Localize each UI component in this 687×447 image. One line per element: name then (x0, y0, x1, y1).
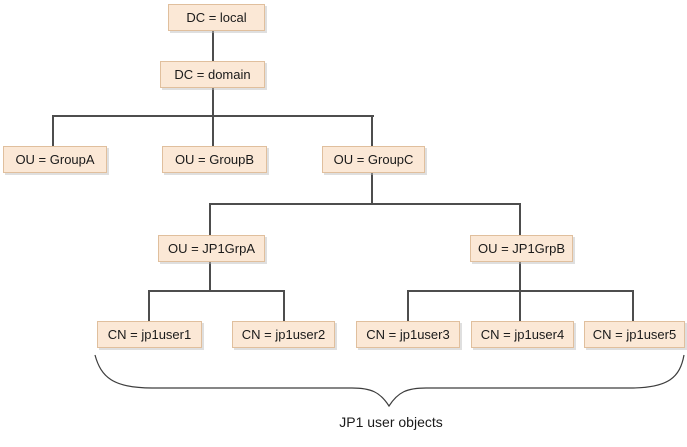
node-ou-jp1grpb: OU = JP1GrpB (470, 235, 573, 262)
node-ou-jp1grpa: OU = JP1GrpA (158, 235, 265, 262)
connector-line (148, 290, 150, 321)
connector-line (283, 290, 285, 321)
node-dc-domain: DC = domain (160, 61, 265, 88)
node-cn-jp1user2: CN = jp1user2 (232, 321, 335, 348)
connector-line (407, 290, 409, 321)
connector-line (212, 31, 214, 61)
connector-line (209, 203, 211, 235)
brace-caption: JP1 user objects (339, 414, 443, 430)
connector-line (209, 262, 211, 292)
connector-line (212, 88, 214, 146)
node-cn-jp1user5: CN = jp1user5 (584, 321, 685, 348)
node-cn-jp1user4: CN = jp1user4 (471, 321, 574, 348)
node-ou-groupc: OU = GroupC (322, 146, 425, 173)
node-dc-local: DC = local (168, 4, 265, 31)
connector-line (52, 115, 54, 146)
connector-line (52, 115, 374, 117)
connector-line (519, 203, 521, 235)
connector-line (632, 290, 634, 321)
connector-line (407, 290, 634, 292)
connector-line (371, 115, 373, 146)
connector-line (371, 173, 373, 204)
node-cn-jp1user3: CN = jp1user3 (356, 321, 460, 348)
connector-line (209, 203, 521, 205)
node-ou-groupa: OU = GroupA (3, 146, 107, 173)
connector-line (148, 290, 285, 292)
node-ou-groupb: OU = GroupB (162, 146, 267, 173)
node-cn-jp1user1: CN = jp1user1 (97, 321, 202, 348)
